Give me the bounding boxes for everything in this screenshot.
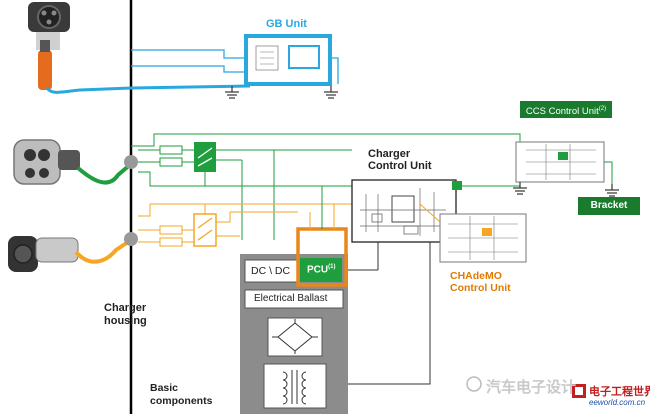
charger-housing-label: Charger housing xyxy=(104,302,147,328)
charger-control-unit-label: Charger Control Unit xyxy=(368,148,432,172)
pcu-text: PCU xyxy=(307,264,329,276)
chademo-fuse xyxy=(159,225,183,235)
ccs-control-unit-label: CCS Control Unit xyxy=(525,106,599,118)
gb-wire xyxy=(131,65,246,73)
chademo-control-unit-board xyxy=(439,213,527,263)
basic-components-label: Basic components xyxy=(150,382,212,408)
basic-components-stack xyxy=(240,254,348,414)
ccs-contactor xyxy=(194,142,216,172)
wechat-icon xyxy=(466,376,482,392)
ccs-connector-icon xyxy=(13,139,80,185)
ccs-wire xyxy=(131,133,521,147)
charger-housing-line1: Charger xyxy=(104,302,147,314)
dc-dc-label: DC \ DC xyxy=(251,265,291,277)
ccs-fuse xyxy=(159,157,183,167)
ccs-control-unit-badge: CCS Control Unit(2) xyxy=(520,101,612,118)
ground-icon xyxy=(605,184,619,197)
chademo-fuse xyxy=(159,237,183,247)
basic-components-line1: Basic xyxy=(150,382,179,394)
chademo-connector-icon xyxy=(8,236,79,272)
gb-unit-label: GB Unit xyxy=(266,18,307,30)
ccs-cable xyxy=(76,162,133,185)
chademo-control-unit-label: CHAdeMO Control Unit xyxy=(450,270,511,294)
pcu-superscript: (1) xyxy=(328,264,336,270)
transformer-box xyxy=(263,363,327,409)
chademo-line2: Control Unit xyxy=(450,282,511,294)
watermark-text: 汽车电子设计 xyxy=(486,379,577,396)
ccs-superscript: (2) xyxy=(598,106,607,112)
ccs-control-unit-board xyxy=(515,141,605,183)
ccs-inlet xyxy=(124,155,138,169)
gb-wire xyxy=(131,49,246,59)
logo-text: 电子工程世界 xyxy=(589,386,650,398)
basic-components-line2: components xyxy=(150,395,213,407)
charger-control-unit-board xyxy=(351,179,457,243)
rectifier-icon xyxy=(272,319,318,354)
chademo-cable xyxy=(74,238,133,264)
logo-url: eeworld.com.cn xyxy=(589,398,646,407)
charger-housing-line2: housing xyxy=(104,315,147,327)
ground-icon xyxy=(225,86,239,99)
gb-connector-icon xyxy=(28,2,70,90)
gb-wire xyxy=(330,57,339,84)
ccs-connector-block xyxy=(452,181,462,190)
bracket-label: Bracket xyxy=(590,200,628,211)
charger-control-unit-line2: Control Unit xyxy=(368,160,432,172)
transformer-icon xyxy=(282,370,307,405)
ground-icon xyxy=(324,86,338,99)
charger-control-unit-line1: Charger xyxy=(368,148,411,160)
ground-icon xyxy=(513,182,527,195)
ccs-fuse xyxy=(159,145,183,155)
gb-cable xyxy=(45,84,251,94)
chademo-inlet xyxy=(124,232,138,246)
electrical-ballast-label: Electrical Ballast xyxy=(254,293,328,304)
pcu-label: PCU(1) xyxy=(307,264,335,275)
bracket-badge: Bracket xyxy=(578,197,640,215)
eeworld-logo-icon xyxy=(572,384,586,398)
chademo-line1: CHAdeMO xyxy=(450,270,502,282)
gb-unit-box xyxy=(244,34,332,86)
chademo-contactor xyxy=(193,213,217,247)
